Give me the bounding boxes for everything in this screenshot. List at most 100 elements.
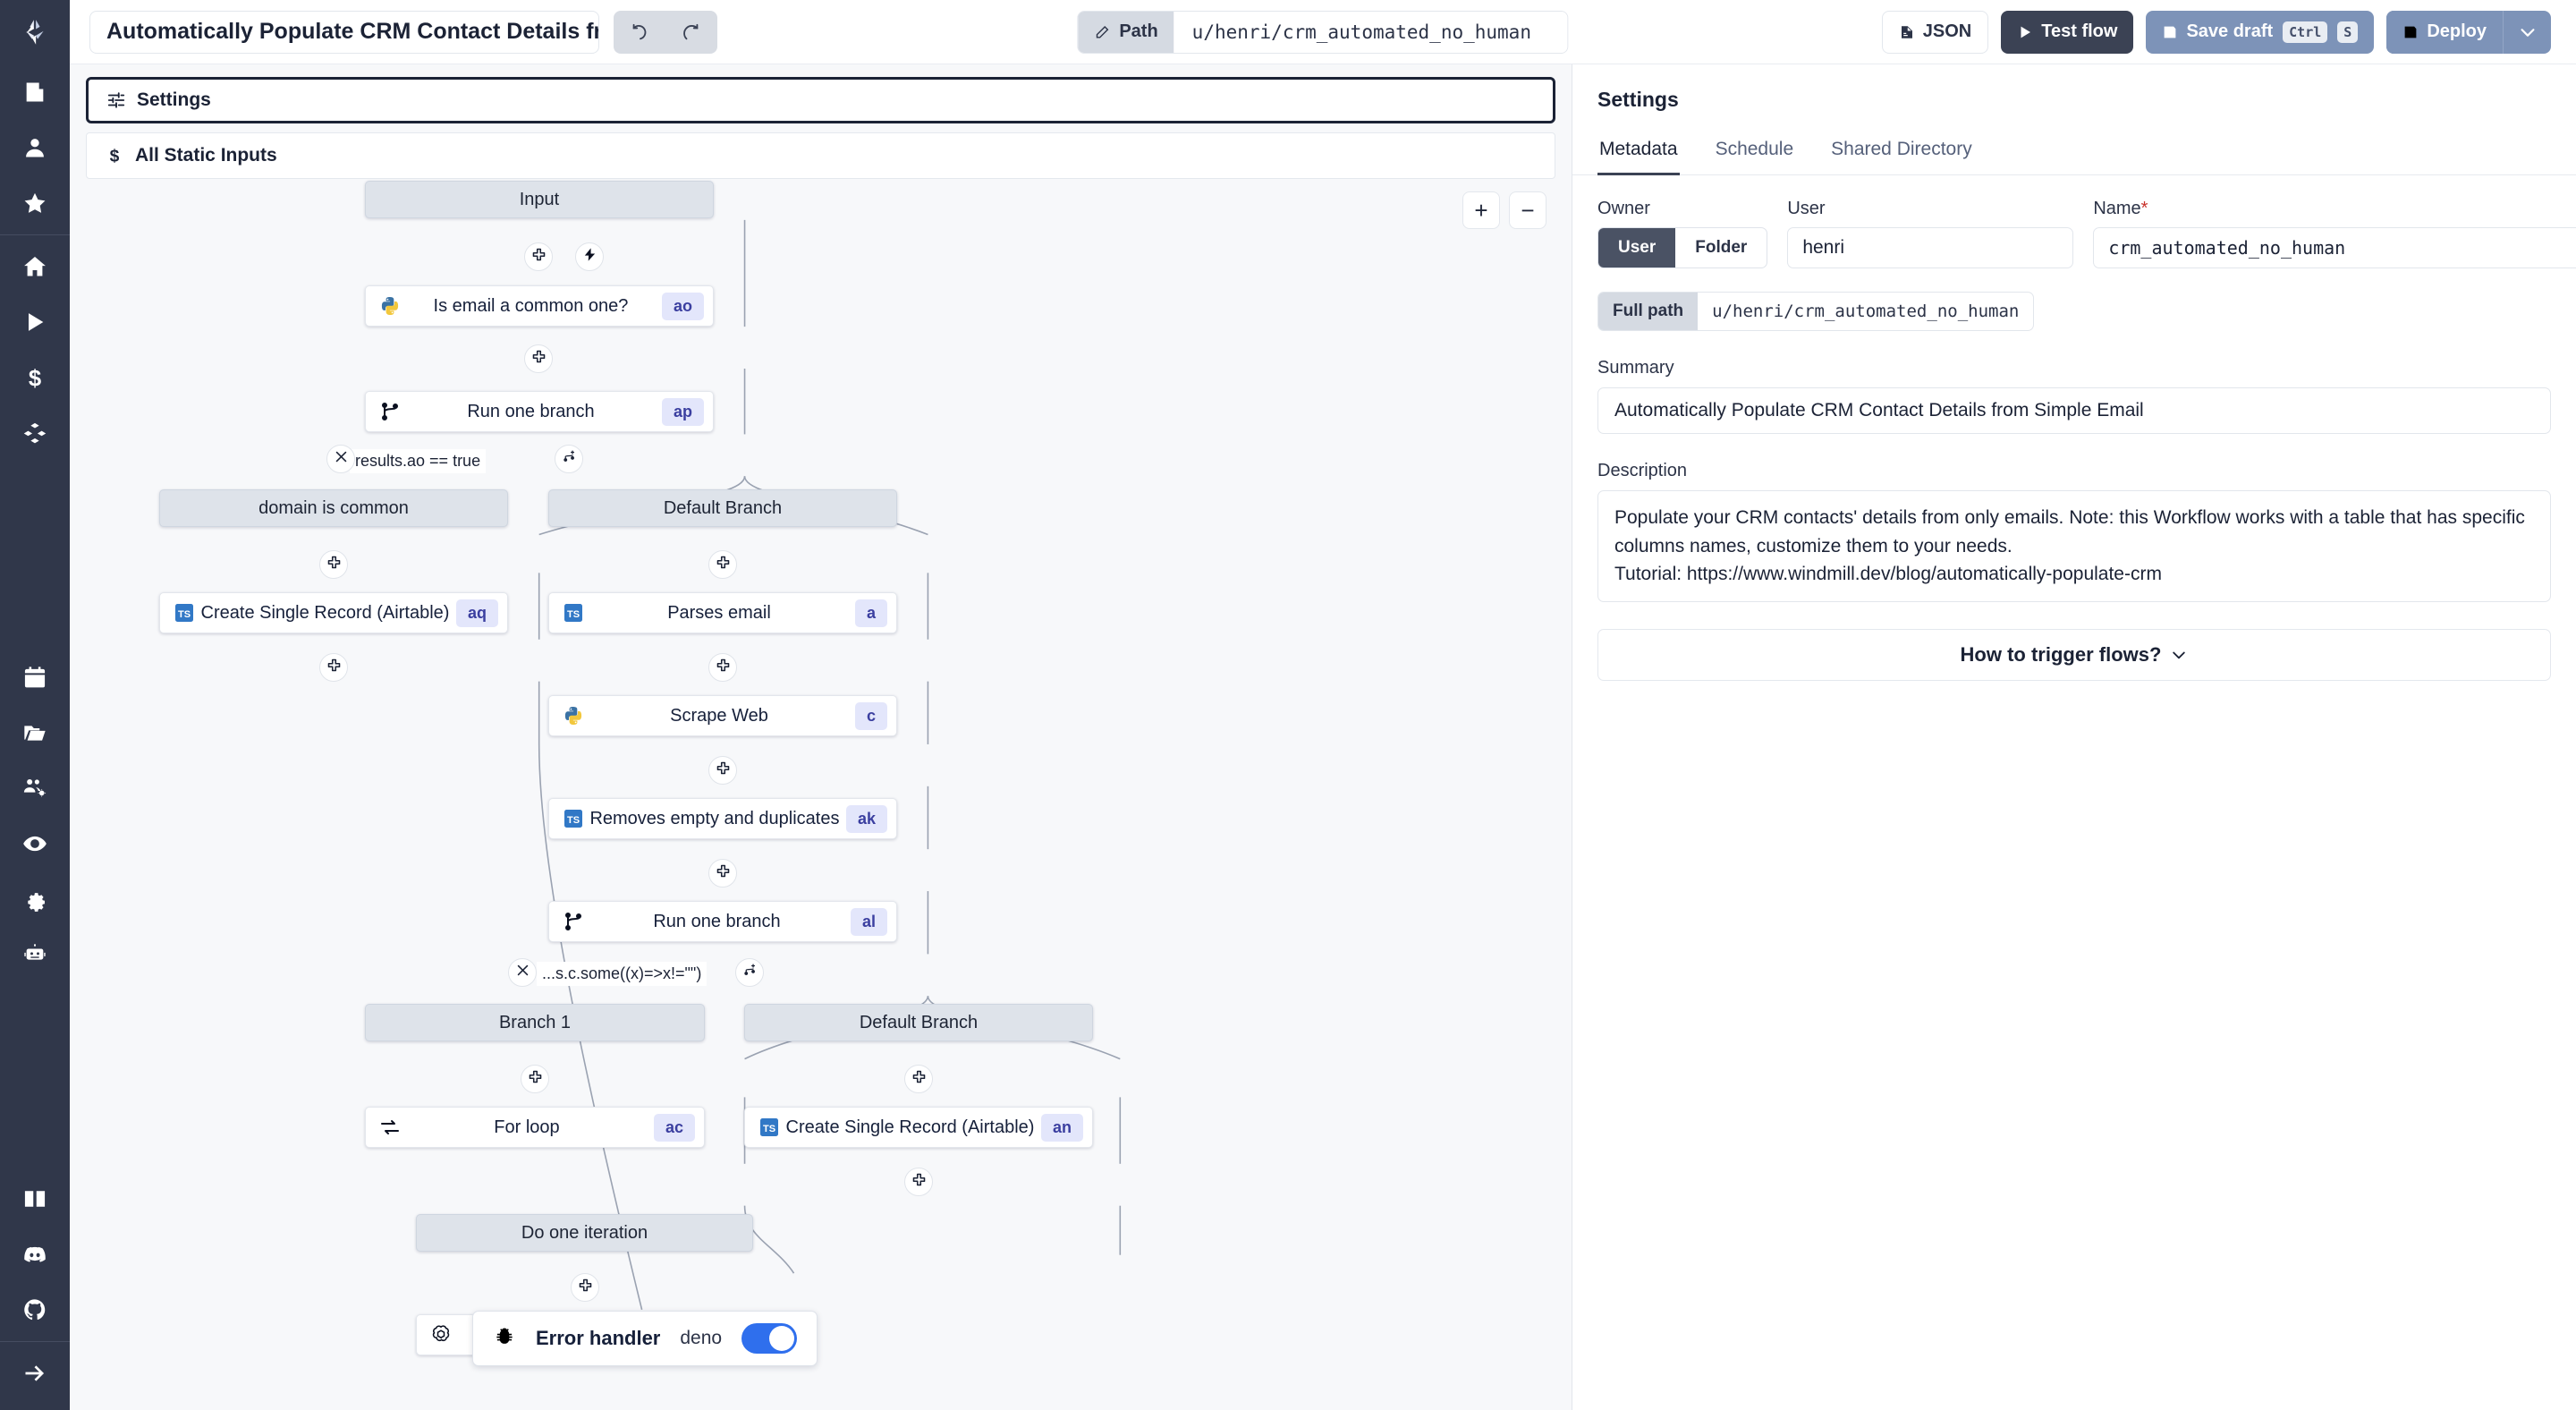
sidebar-item-favorites[interactable] xyxy=(0,175,70,231)
undo-button[interactable] xyxy=(614,11,665,54)
user-input[interactable]: henri xyxy=(1787,227,2074,268)
owner-option-folder[interactable]: Folder xyxy=(1695,238,1748,257)
content-split: Settings $ All Static Inputs + − xyxy=(70,64,2576,1410)
flow-handle-h-iter-down[interactable] xyxy=(571,1273,599,1302)
flow-node-defbranch2[interactable]: Default Branch xyxy=(744,1004,1093,1041)
sidebar-item-audit-logs[interactable] xyxy=(0,816,70,871)
windmill-logo-icon[interactable] xyxy=(0,0,70,64)
flow-handle-h-br1-ac[interactable] xyxy=(521,1065,549,1093)
flow-node-label: Scrape Web xyxy=(670,705,768,726)
flow-node-tag: ak xyxy=(845,804,887,833)
json-button[interactable]: JSON xyxy=(1881,10,1989,54)
plus-icon xyxy=(716,760,731,780)
flow-handle-h-def2-an[interactable] xyxy=(904,1065,933,1093)
flow-handle-h-aq-down[interactable] xyxy=(319,653,348,682)
sidebar-item-variables[interactable]: $ xyxy=(0,350,70,405)
sidebar-item-workers[interactable] xyxy=(0,927,70,982)
svg-text:$: $ xyxy=(110,147,120,166)
sidebar-item-resources[interactable] xyxy=(0,405,70,461)
flow-handle-h-ao-ap[interactable] xyxy=(524,344,553,373)
python-icon xyxy=(375,295,405,317)
flow-handle-h-input-ao[interactable] xyxy=(524,242,553,271)
how-to-trigger-flows-button[interactable]: How to trigger flows? xyxy=(1597,628,2551,681)
sidebar-item-github[interactable] xyxy=(0,1282,70,1338)
flow-edges xyxy=(538,219,1122,1365)
flow-settings-label: Settings xyxy=(137,89,211,110)
summary-input[interactable]: Automatically Populate CRM Contact Detai… xyxy=(1597,387,2551,434)
error-handler-popover[interactable]: Error handler deno xyxy=(472,1311,818,1366)
flow-settings-bar[interactable]: Settings xyxy=(86,77,1555,123)
deploy-dropdown-button[interactable] xyxy=(2503,10,2551,54)
sidebar-item-user[interactable] xyxy=(0,120,70,175)
flow-node-label: domain is common xyxy=(258,497,409,518)
sidebar-item-expand[interactable] xyxy=(0,1346,70,1401)
owner-option-user[interactable]: User xyxy=(1598,228,1676,268)
add-branch-icon xyxy=(742,963,758,982)
plus-icon xyxy=(326,658,342,677)
flow-handle-h-close-2[interactable] xyxy=(508,958,537,987)
flow-canvas[interactable]: + − xyxy=(70,179,1572,1410)
flow-handle-h-an-down[interactable] xyxy=(904,1168,933,1196)
how-to-trigger-label: How to trigger flows? xyxy=(1960,642,2162,666)
folder-icon xyxy=(24,726,46,741)
path-label: Path xyxy=(1119,21,1158,41)
sidebar-item-building[interactable] xyxy=(0,64,70,120)
zoom-in-button[interactable]: + xyxy=(1462,191,1500,229)
error-handler-toggle[interactable] xyxy=(741,1323,798,1354)
sidebar-item-discord[interactable] xyxy=(0,1227,70,1282)
toolbar-actions: JSON Test flow Save draft Ctrl S Deploy xyxy=(1881,10,2551,54)
github-icon xyxy=(24,1299,46,1321)
flow-node-label: Create Single Record (Airtable) xyxy=(785,1117,1035,1137)
sidebar-item-schedules[interactable] xyxy=(0,650,70,705)
plus-icon xyxy=(716,555,731,574)
tab-metadata[interactable]: Metadata xyxy=(1597,132,1680,175)
name-input[interactable]: crm_automated_no_human xyxy=(2093,227,2576,268)
flow-node-defbranch1[interactable]: Default Branch xyxy=(548,489,897,527)
flow-handle-h-addbr-1[interactable] xyxy=(555,445,583,473)
flow-node-input[interactable]: Input xyxy=(365,181,714,218)
chevron-down-icon xyxy=(2520,28,2535,37)
flow-handle-h-bolt[interactable] xyxy=(575,242,604,271)
sidebar-item-groups[interactable] xyxy=(0,760,70,816)
test-flow-button[interactable]: Test flow xyxy=(2001,10,2134,54)
flow-title-input[interactable]: Automatically Populate CRM Contact Detai… xyxy=(89,10,599,54)
redo-button[interactable] xyxy=(665,11,717,54)
path-field[interactable]: Path u/henri/crm_automated_no_human xyxy=(1077,10,1569,54)
flow-handle-h-close-1[interactable] xyxy=(326,445,355,473)
flow-node-oneiter[interactable]: Do one iteration xyxy=(416,1214,753,1252)
sidebar-item-home[interactable] xyxy=(0,239,70,294)
flow-handle-h-ak-al[interactable] xyxy=(708,859,737,888)
flow-handle-h-a-c[interactable] xyxy=(708,653,737,682)
flow-handle-h-c-ak[interactable] xyxy=(708,756,737,785)
zoom-out-button[interactable]: − xyxy=(1509,191,1546,229)
all-static-inputs-label: All Static Inputs xyxy=(135,145,277,166)
tab-shared-directory[interactable]: Shared Directory xyxy=(1831,139,1972,159)
path-label-group[interactable]: Path xyxy=(1078,11,1174,53)
flow-handle-h-addbr-2[interactable] xyxy=(735,958,764,987)
sidebar-item-docs[interactable] xyxy=(0,1171,70,1227)
description-textarea[interactable]: Populate your CRM contacts' details from… xyxy=(1597,490,2551,602)
flow-handle-h-dom-aq[interactable] xyxy=(319,550,348,579)
flow-node-ao[interactable]: Is email a common one?ao xyxy=(365,285,714,327)
save-draft-button[interactable]: Save draft Ctrl S xyxy=(2146,10,2375,54)
groups-icon xyxy=(23,778,47,798)
flow-handle-h-def-a[interactable] xyxy=(708,550,737,579)
flow-node-branch1[interactable]: Branch 1 xyxy=(365,1004,705,1041)
flow-node-domain[interactable]: domain is common xyxy=(159,489,508,527)
tab-schedule[interactable]: Schedule xyxy=(1715,139,1794,159)
sidebar-item-runs[interactable] xyxy=(0,294,70,350)
deploy-button[interactable]: Deploy xyxy=(2386,10,2503,54)
sidebar-item-folders[interactable] xyxy=(0,705,70,760)
path-value[interactable]: u/henri/crm_automated_no_human xyxy=(1174,11,1568,53)
all-static-inputs-bar[interactable]: $ All Static Inputs xyxy=(86,132,1555,179)
sidebar-item-settings[interactable] xyxy=(0,871,70,927)
